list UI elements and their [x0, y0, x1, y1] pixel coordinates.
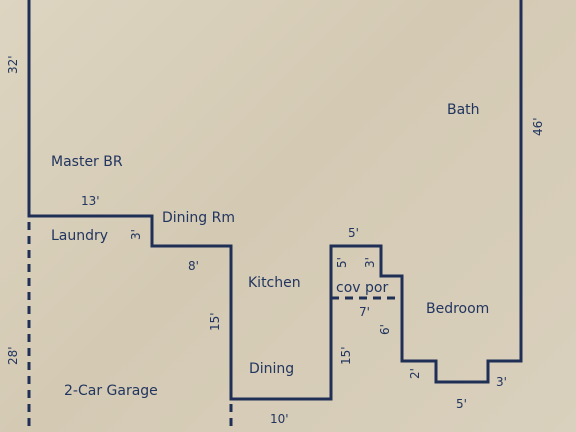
- dimension-label-6: 6': [378, 324, 392, 335]
- dimension-label-15-dining: 15': [339, 346, 353, 365]
- dimension-label-5-porch-side: 5': [335, 257, 349, 268]
- dimension-label-5-bedroom-bottom: 5': [456, 397, 467, 411]
- room-label-kitchen: Kitchen: [248, 275, 301, 291]
- room-label-bedroom: Bedroom: [426, 301, 490, 317]
- dimension-label-15-kitchen: 15': [208, 312, 222, 331]
- room-label-laundry: Laundry: [51, 228, 109, 244]
- dimension-label-3-laundry: 3': [129, 229, 143, 240]
- dimension-label-28: 28': [6, 346, 20, 365]
- room-label-bath: Bath: [447, 102, 480, 118]
- dimension-label-3-porch-step: 3': [363, 257, 377, 268]
- dimension-label-32: 32': [6, 55, 20, 74]
- dimension-label-10: 10': [270, 412, 289, 426]
- room-label-cov-por: cov por: [336, 280, 389, 296]
- room-label-2-car-garage: 2-Car Garage: [64, 383, 158, 399]
- dimension-label-46: 46': [531, 117, 545, 136]
- dimension-label-7: 7': [359, 305, 370, 319]
- dimension-label-2: 2': [408, 368, 422, 379]
- dimension-label-5-porch-top: 5': [348, 226, 359, 240]
- dimension-label-13: 13': [81, 194, 100, 208]
- dimension-label-3-bedroom: 3': [496, 375, 507, 389]
- room-label-dining-rm: Dining Rm: [162, 210, 236, 226]
- dimension-label-8: 8': [188, 259, 199, 273]
- room-label-dining: Dining: [249, 361, 295, 377]
- room-label-master-br: Master BR: [51, 154, 123, 170]
